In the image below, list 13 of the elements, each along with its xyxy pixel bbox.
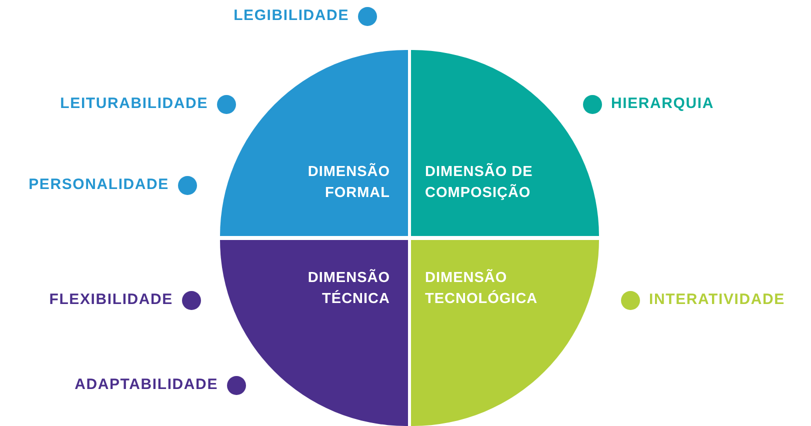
dimension-label: DIMENSÃO TECNOLÓGICA xyxy=(425,268,539,309)
quadrant-sector xyxy=(411,240,599,426)
quadrant-sector xyxy=(220,240,408,426)
attribute-label: LEITURABILIDADE xyxy=(60,94,208,114)
dimension-label: DIMENSÃO FORMAL xyxy=(306,162,390,203)
attribute-label: LEGIBILIDADE xyxy=(234,6,349,26)
attribute-label: INTERATIVIDADE xyxy=(649,290,785,310)
attribute-label: PERSONALIDADE xyxy=(28,175,169,195)
attribute-label: ADAPTABILIDADE xyxy=(74,375,218,395)
dimension-label: DIMENSÃO DE COMPOSIÇÃO xyxy=(425,162,534,203)
dimension-label: DIMENSÃO TÉCNICA xyxy=(306,268,390,309)
attribute-label: FLEXIBILIDADE xyxy=(49,290,173,310)
attribute-label: HIERARQUIA xyxy=(611,94,714,114)
